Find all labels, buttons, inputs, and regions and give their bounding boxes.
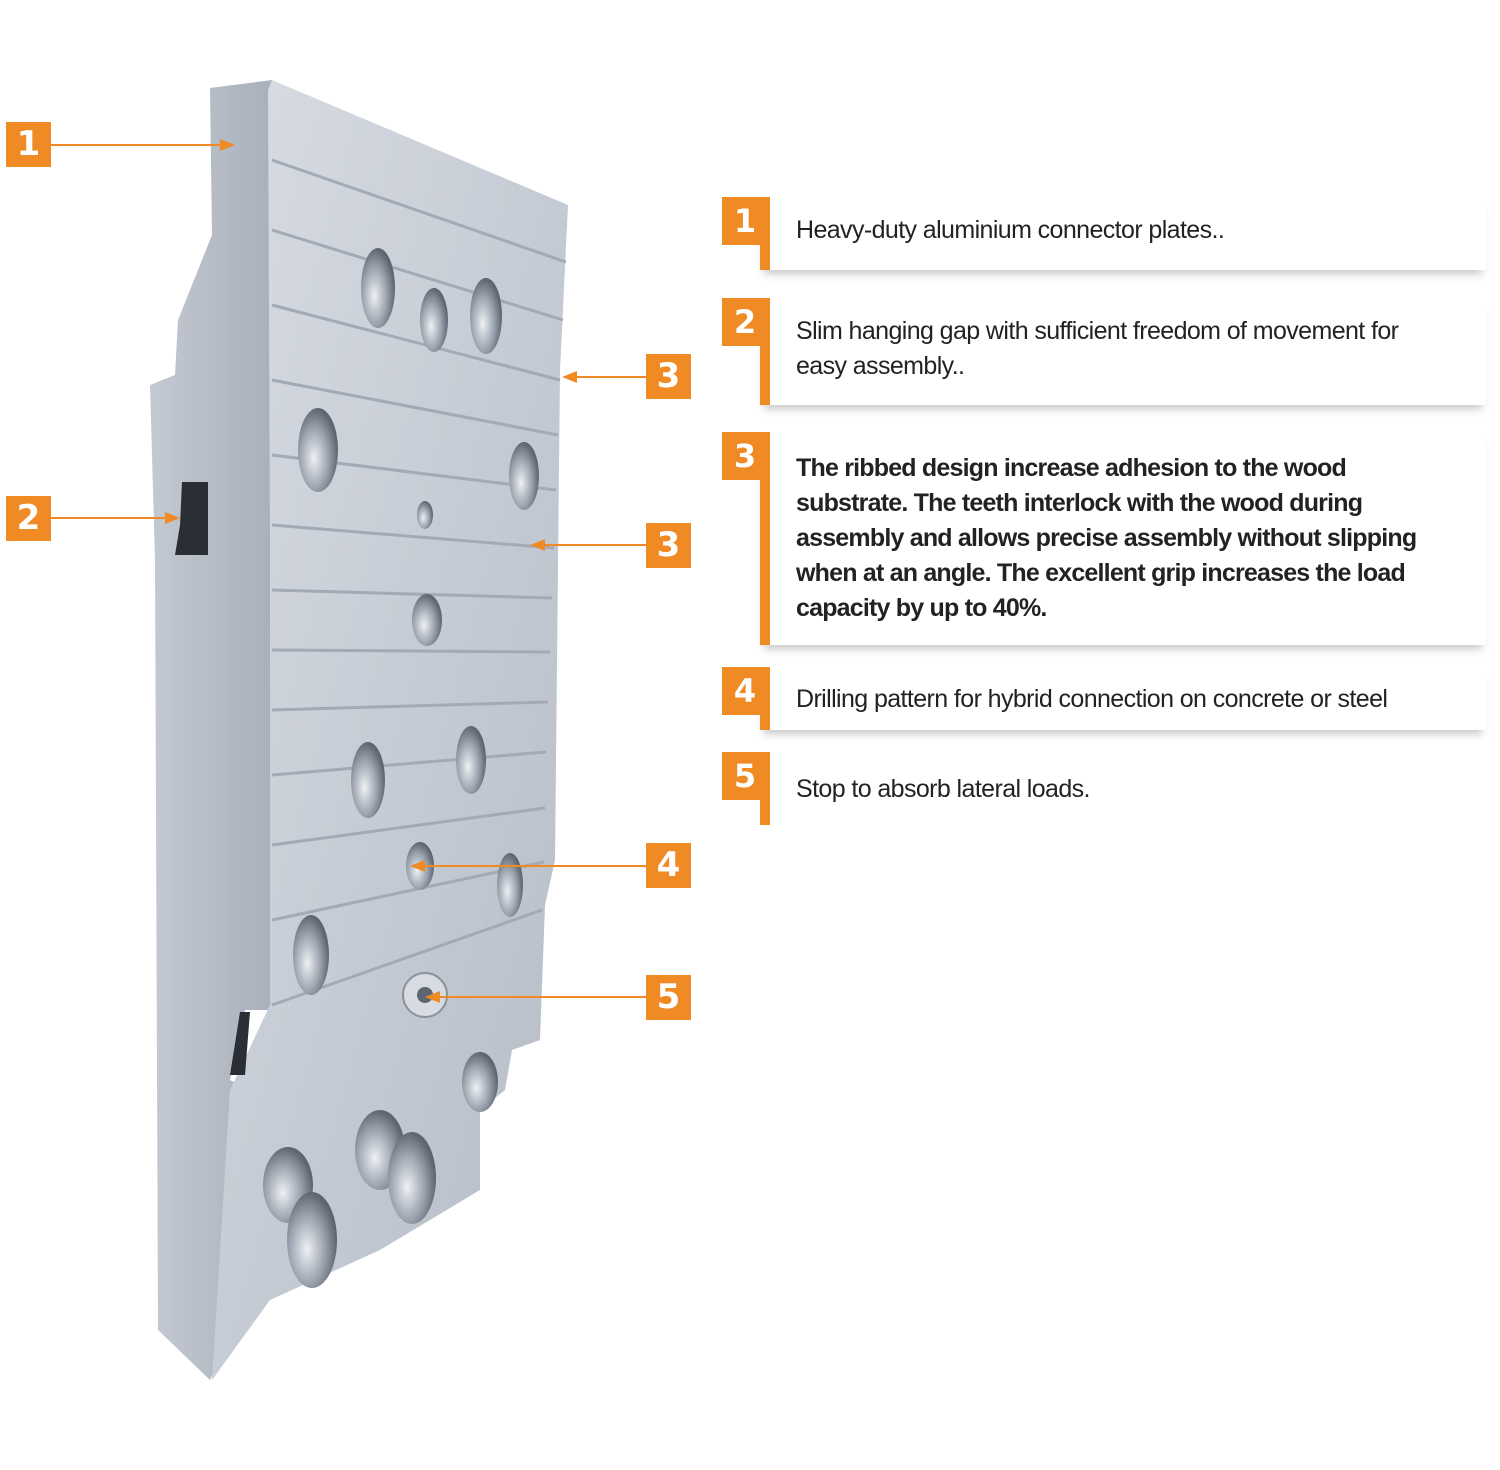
feature-number-badge: 3 (722, 432, 768, 480)
feature-number-badge: 2 (722, 298, 768, 346)
callout-badge-2: 2 (6, 496, 51, 541)
feature-panel-3: 3 The ribbed design increase adhesion to… (722, 432, 1486, 645)
feature-number-badge: 5 (722, 752, 768, 800)
feature-description: Slim hanging gap with sufficient freedom… (796, 317, 1399, 380)
feature-panel-2: 2 Slim hanging gap with sufficient freed… (722, 298, 1486, 405)
callout-badge-5: 5 (646, 975, 691, 1020)
feature-number-badge: 1 (722, 197, 768, 245)
callout-badge-3a: 3 (646, 354, 691, 399)
feature-number-badge: 4 (722, 667, 768, 715)
feature-panel-4: 4 Drilling pattern for hybrid connection… (722, 667, 1486, 730)
callout-badge-1: 1 (6, 122, 51, 167)
ribs (271, 158, 567, 1007)
callout-badge-3b: 3 (646, 523, 691, 568)
feature-panel-5: 5 Stop to absorb lateral loads. (722, 752, 1486, 825)
feature-panel-1: 1 Heavy-duty aluminium connector plates.… (722, 197, 1486, 270)
feature-description: Heavy-duty aluminium connector plates.. (796, 216, 1225, 244)
plate-side-face (150, 80, 272, 1380)
drill-holes (263, 248, 539, 1288)
feature-description: The ribbed design increase adhesion to t… (796, 454, 1417, 622)
callout-badge-4: 4 (646, 843, 691, 888)
feature-description: Drilling pattern for hybrid connection o… (796, 685, 1388, 713)
hanging-gap-slot (175, 482, 208, 555)
callout-leader-lines (51, 139, 646, 1003)
feature-description: Stop to absorb lateral loads. (796, 775, 1091, 803)
